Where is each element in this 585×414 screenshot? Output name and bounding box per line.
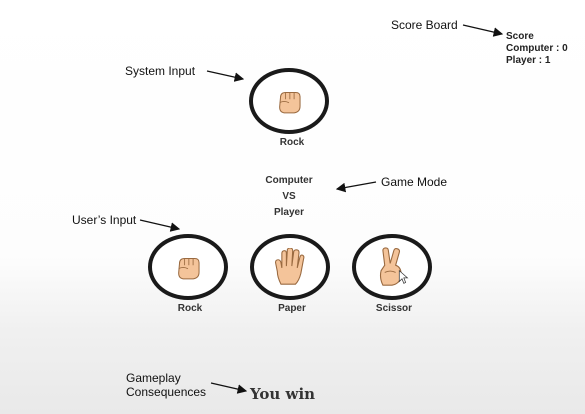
fist-icon [279,91,301,114]
mode-vs: VS [282,191,296,202]
score-board-arrow [462,24,504,37]
game-mode-annotation: Game Mode [381,175,448,189]
system-input-arrow [206,70,245,82]
computer-choice-label: Rock [279,137,305,148]
paper-button[interactable] [250,234,330,300]
mode-computer: Computer [265,175,313,186]
victory-hand-icon [379,247,409,286]
users-input-arrow [139,219,181,232]
scissor-label: Scissor [375,303,413,314]
mode-player: Player [273,207,305,218]
gameplay-consequences-annotation: Gameplay Consequences [126,371,207,399]
rock-button[interactable] [148,234,228,300]
computer-score: Computer : 0 [506,43,568,54]
result-text: You win [250,385,316,403]
open-hand-icon [274,248,305,285]
system-input-annotation: System Input [125,64,196,78]
users-input-annotation: User’s Input [72,213,137,227]
game-mode: Computer VS Player [250,173,328,221]
scissor-button[interactable] [352,234,432,300]
score-board-annotation: Score Board [391,18,458,32]
rock-label: Rock [177,303,203,314]
game-mode-arrow [335,181,377,193]
scoreboard-title: Score [506,31,534,42]
computer-choice [249,68,329,134]
fist-icon [178,257,200,280]
paper-label: Paper [278,303,306,314]
player-score: Player : 1 [506,55,551,66]
scoreboard: Score Computer : 0 Player : 1 [506,31,568,67]
